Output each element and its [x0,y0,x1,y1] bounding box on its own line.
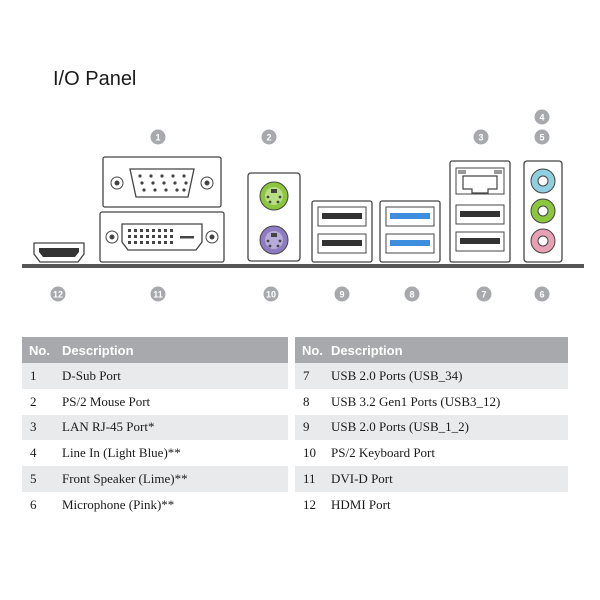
row-no: 7 [295,363,331,389]
badge-7: 7 [476,286,492,302]
badge-4: 4 [534,109,550,125]
row-description: Microphone (Pink)** [62,496,175,512]
row-description: Front Speaker (Lime)** [62,466,288,492]
svg-text:1: 1 [155,133,160,143]
page-title: I/O Panel [53,68,137,90]
header-description: Description [331,337,568,363]
io-panel-diagram: 1 2 3 4 5 6 7 8 9 10 11 12 [22,109,584,302]
header-description: Description [62,337,288,363]
row-no: 8 [303,393,310,409]
row-description: USB 2.0 Ports (USB_34) [331,363,568,389]
table-row: 4 Line In (Light Blue)** [22,440,288,466]
header-no: No. [22,337,62,363]
row-no: 3 [22,414,62,441]
hdmi-port [33,242,85,263]
ps2-ports [247,172,301,262]
d-sub-port [102,156,222,208]
table-row: 2 PS/2 Mouse Port [22,389,288,415]
table-row: 12 HDMI Port [295,492,568,518]
row-description: USB 3.2 Gen1 Ports (USB3_12) [331,393,501,409]
svg-text:9: 9 [339,290,344,300]
svg-text:8: 8 [409,290,414,300]
table-header: No. Description [22,337,288,363]
svg-text:11: 11 [153,290,163,300]
row-description: HDMI Port [331,496,391,512]
badge-12: 12 [50,286,66,302]
row-no: 11 [295,466,331,492]
audio-jacks [523,160,563,263]
row-description: PS/2 Keyboard Port [331,445,435,461]
panel-baseline [22,264,584,268]
badge-5: 5 [534,129,550,145]
badge-2: 2 [261,129,277,145]
svg-text:10: 10 [266,290,276,300]
svg-text:5: 5 [539,133,544,143]
badge-1: 1 [150,129,166,145]
usb-2-ports-left [311,200,373,263]
row-no: 2 [30,393,37,409]
svg-text:12: 12 [53,290,63,300]
row-description: USB 2.0 Ports (USB_1_2) [331,414,568,441]
row-description: DVI-D Port [331,466,568,492]
row-no: 5 [22,466,62,492]
row-no: 4 [30,445,37,461]
row-no: 10 [303,445,316,461]
svg-text:4: 4 [539,113,544,123]
badge-11: 11 [150,286,166,302]
row-no: 12 [303,496,316,512]
row-description: LAN RJ-45 Port* [62,414,288,441]
row-no: 9 [295,414,331,441]
dvi-d-port [99,211,225,263]
usb-3-ports [379,200,441,263]
row-description: D-Sub Port [62,363,288,389]
badge-3: 3 [473,129,489,145]
table-header: No. Description [295,337,568,363]
svg-text:7: 7 [481,290,486,300]
badge-6: 6 [534,286,550,302]
svg-text:2: 2 [266,133,271,143]
badge-10: 10 [263,286,279,302]
lan-usb-stack [449,160,511,263]
table-row: 10 PS/2 Keyboard Port [295,440,568,466]
badge-8: 8 [404,286,420,302]
row-no: 1 [22,363,62,389]
badge-9: 9 [334,286,350,302]
table-row: 6 Microphone (Pink)** [22,492,288,518]
header-no: No. [295,337,331,363]
svg-text:3: 3 [478,133,483,143]
row-no: 6 [30,496,37,512]
svg-text:6: 6 [539,290,544,300]
table-row: 8 USB 3.2 Gen1 Ports (USB3_12) [295,389,568,415]
row-description: Line In (Light Blue)** [62,445,181,461]
row-description: PS/2 Mouse Port [62,393,151,409]
